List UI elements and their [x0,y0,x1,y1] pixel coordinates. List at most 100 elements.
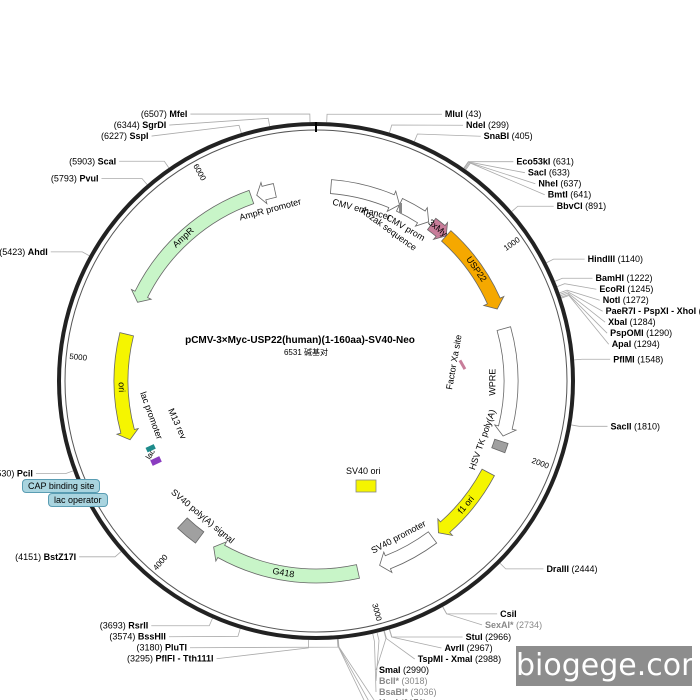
restriction-site-xbai: XbaI (1284) [608,317,656,327]
site-leader [546,258,585,264]
cap-binding-site-badge: CAP binding site [22,479,101,493]
restriction-site-ahdi: (5423) AhdI [0,247,48,257]
restriction-site-eco53ki: Eco53kI (631) [516,157,574,167]
site-leader [337,639,375,700]
site-leader [414,133,481,142]
site-leader [189,639,339,649]
feature-label: WPRE [487,369,497,396]
site-leader-lines [35,113,611,700]
site-leader [337,639,365,700]
site-leader [561,295,610,345]
site-leader [465,162,545,196]
site-leader [388,629,442,649]
site-leader [190,113,311,123]
restriction-site-mfei: (6507) MfeI [141,109,188,119]
plasmid-title: pCMV-3×Myc-USP22(human)(1-160aa)-SV40-Ne… [185,335,415,346]
restriction-site-noti: NotI (1272) [603,295,649,305]
site-leader [216,639,310,660]
feature-ori [113,332,140,441]
site-leader [326,113,442,123]
tick-label: 1000 [502,235,522,253]
site-leader [442,606,498,615]
restriction-site-bmti: BmtI (641) [548,190,592,200]
site-leader [559,289,600,301]
feature-cmv-enhancer [330,179,400,213]
site-leader [372,633,377,693]
m13-rev-label: M13 rev [166,407,189,441]
restriction-site-pcii: (4530) PciI [0,469,33,479]
restriction-site-ecori: EcoRI (1245) [599,284,653,294]
site-labels: MluI (43)NdeI (299)SnaBI (405)Eco53kI (6… [0,109,700,700]
tick-label: 2000 [530,456,550,471]
site-leader [168,628,241,638]
site-leader [463,161,525,174]
site-leader [151,618,213,627]
site-leader [119,160,170,169]
feature-label: SV40 poly(A) signal [169,487,236,545]
site-leader [375,630,387,671]
restriction-site-pvui: (5793) PvuI [51,174,99,184]
plasmid-size: 6531 碱基对 [284,347,328,357]
site-leader [169,117,271,127]
site-leader [463,161,514,169]
restriction-site-sexai-: SexAI* (2734) [485,620,542,630]
watermark: biogege.com [516,646,700,686]
feature-f1-ori [437,468,495,536]
restriction-site-kasi: KasI (3176) [379,698,427,700]
feature-ampr [130,189,255,303]
tick-label: 5000 [69,352,88,363]
feature-label: HSV TK poly(A) [467,408,497,471]
feature-g418 [213,541,360,584]
feature-sv40-poly-a-signal [177,517,205,544]
restriction-site-saci: SacI (633) [528,168,570,178]
lac-box-purple [150,456,162,466]
restriction-site-scai: (5903) ScaI [69,156,116,166]
site-leader [571,424,608,427]
restriction-site-apai: ApaI (1294) [612,339,660,349]
sv40-ori-box [355,479,377,493]
site-leader [101,178,148,185]
factor-xa-marker [458,359,467,370]
site-leader [559,291,603,312]
feature-usp22 [440,230,505,310]
tick-label: 6000 [191,162,208,182]
restriction-site-pspomi: PspOMI (1290) [610,328,672,338]
restriction-site-pflmi: PflMI (1548) [613,354,663,364]
site-leader [499,562,544,570]
restriction-site-draiii: DraIII (2444) [546,564,597,574]
feature-label: ori [117,382,127,392]
restriction-site-nhei: NheI (637) [538,179,581,189]
restriction-site-rsrii: (3693) RsrII [100,621,149,631]
restriction-site-smai: SmaI (2990) [379,665,429,675]
feature-wpre [493,326,519,437]
site-leader [389,629,463,638]
tick-label: 3000 [370,602,383,622]
feature-hsv-tk-poly-a- [491,438,509,454]
feature-cmv-prom [395,197,430,227]
restriction-site-bstz17i: (4151) BstZ17I [15,552,76,562]
restriction-site-bsabi-: BsaBI* (3036) [379,687,437,697]
restriction-site-bcli-: BclI* (3018) [379,676,428,686]
lac-box-teal [145,444,156,453]
site-leader [383,630,415,660]
site-leader [50,251,90,257]
site-leader [375,632,380,682]
feature-3xmyc [426,217,449,241]
feature-label: G418 [272,566,295,580]
site-leader [389,124,463,133]
site-leader [574,358,611,361]
site-leader [560,292,606,323]
lac-promoter-label: lac promoter [138,390,165,440]
restriction-site-snabi: SnaBI (405) [484,131,533,141]
restriction-site-pflfi-tth111i: (3295) PflFI - Tth111I [127,654,214,664]
restriction-site-hindiii: HindIII (1140) [588,254,643,264]
restriction-site-bbvci: BbvCI (891) [557,201,607,211]
lac-operator-badge: lac operator [48,493,108,507]
restriction-site-mlui: MluI (43) [445,109,482,119]
restriction-site-sspi: (6227) SspI [101,131,149,141]
site-leader [511,205,554,212]
site-leader [79,551,122,558]
kozak-marker [399,203,402,213]
restriction-site-bsshii: (3574) BssHII [109,632,166,642]
